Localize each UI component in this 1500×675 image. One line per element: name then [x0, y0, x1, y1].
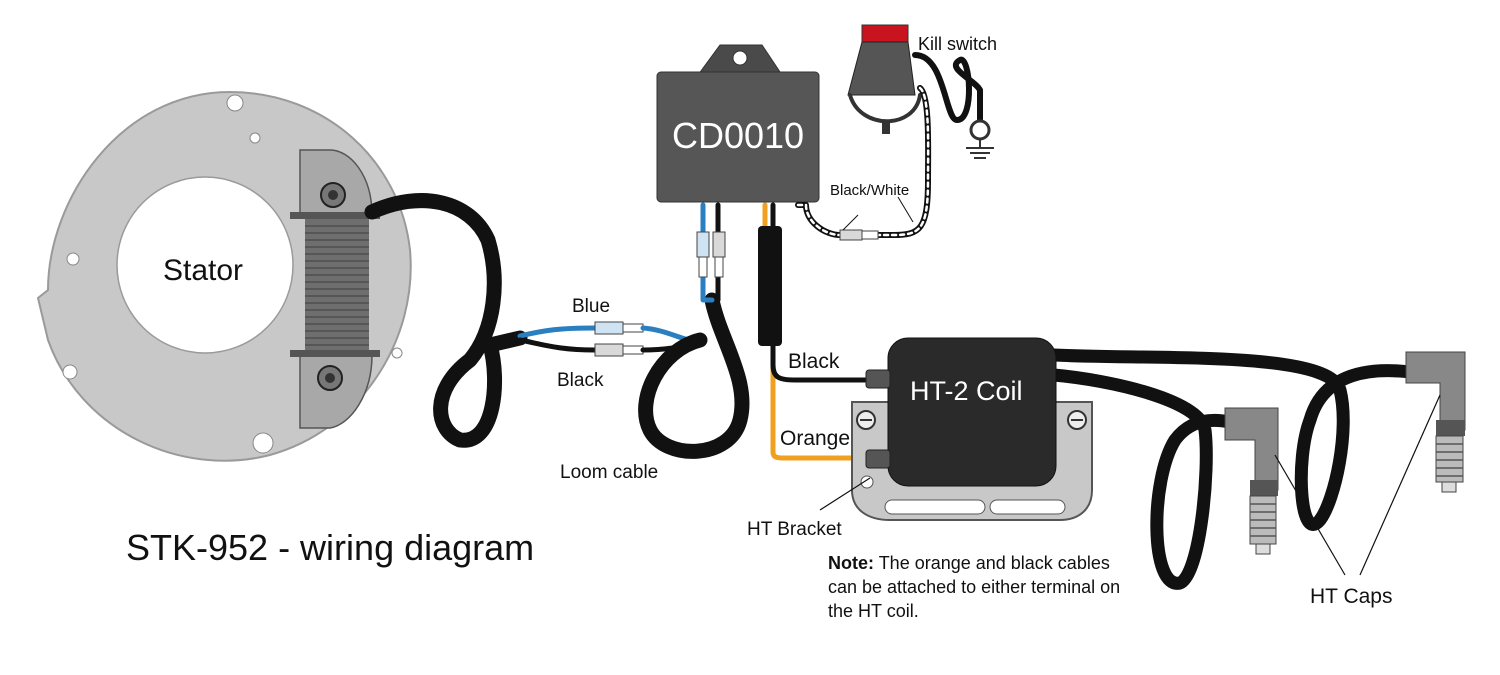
black-coil-label: Black	[788, 350, 840, 373]
blue-label: Blue	[572, 296, 610, 317]
stator-mount-hole	[62, 364, 78, 380]
spade-connector-black	[594, 343, 644, 357]
ht-cap-2	[1405, 351, 1466, 493]
note: Note: The orange and black cables can be…	[828, 551, 1128, 623]
ht-bracket-label: HT Bracket	[747, 519, 842, 540]
spade-connector-cdi-black	[712, 231, 726, 278]
ht-cap-1	[1224, 407, 1279, 555]
loom-cable-cdi	[638, 292, 750, 459]
black-wire-stator	[517, 337, 598, 353]
loom-cable-label: Loom cable	[560, 462, 658, 483]
kill-switch-button	[861, 24, 909, 44]
cdi-unit: CD0010	[656, 44, 820, 203]
black-stator-label: Black	[557, 370, 604, 391]
stator-label: Stator	[163, 254, 243, 287]
stator-coil-winding	[305, 219, 369, 350]
stator-mount-hole	[249, 132, 261, 144]
ht-coil-body	[887, 337, 1057, 487]
ht-bracket-slot	[989, 499, 1066, 515]
kill-switch-clamp	[847, 41, 916, 96]
note-text: The orange and black cables can be attac…	[828, 553, 1121, 621]
cdi-body	[656, 71, 820, 203]
cdi-label: CD0010	[672, 115, 804, 156]
stator-center-hole	[116, 176, 294, 354]
heatshrink-sleeve	[758, 226, 782, 346]
spade-connector-blue	[594, 321, 644, 335]
black-white-wire	[875, 85, 932, 238]
cdi-mount-hole	[732, 50, 748, 66]
ht-bracket-slot	[884, 499, 986, 515]
ground-terminal-icon	[966, 119, 994, 159]
kill-switch-ground-lead	[912, 52, 983, 125]
stator-coil-flange-top	[290, 212, 380, 219]
stator-mount-hole	[66, 252, 80, 266]
bullet-connector	[839, 229, 879, 241]
stator-coil-flange-bottom	[290, 350, 380, 357]
kill-switch-label: Kill switch	[918, 34, 997, 54]
black-white-label: Black/White	[830, 182, 909, 199]
black-white-wire-cdi	[795, 202, 843, 238]
diagram-title: STK-952 - wiring diagram	[126, 527, 534, 568]
ht-lead-1	[1047, 348, 1417, 531]
ht-coil: HT-2 Coil	[865, 337, 1057, 487]
loom-cable	[364, 193, 528, 448]
ht-coil-label: HT-2 Coil	[910, 376, 1023, 406]
orange-wire	[762, 202, 869, 461]
ht-bracket-hole	[860, 475, 874, 489]
spade-connector-cdi-blue	[696, 231, 710, 278]
stator: Stator	[36, 90, 412, 462]
stator-coil-bottom-pole	[299, 354, 373, 429]
stator-coil-winding-lines	[305, 225, 369, 346]
stator-mount-hole	[252, 432, 274, 454]
pointer-lines	[819, 394, 1441, 576]
note-prefix: Note:	[828, 553, 874, 573]
orange-label: Orange	[780, 427, 850, 450]
black-wire-coil	[770, 202, 869, 383]
ht-lead-2	[1047, 368, 1237, 590]
ht-coil-terminal	[865, 369, 891, 389]
stator-mount-hole	[226, 94, 244, 112]
kill-switch-ring	[848, 93, 922, 124]
stator-mount-hole	[391, 347, 403, 359]
ht-caps-label: HT Caps	[1310, 585, 1392, 608]
kill-switch	[847, 24, 922, 134]
ht-coil-terminal	[865, 449, 891, 469]
blue-wire-stator	[517, 325, 598, 339]
